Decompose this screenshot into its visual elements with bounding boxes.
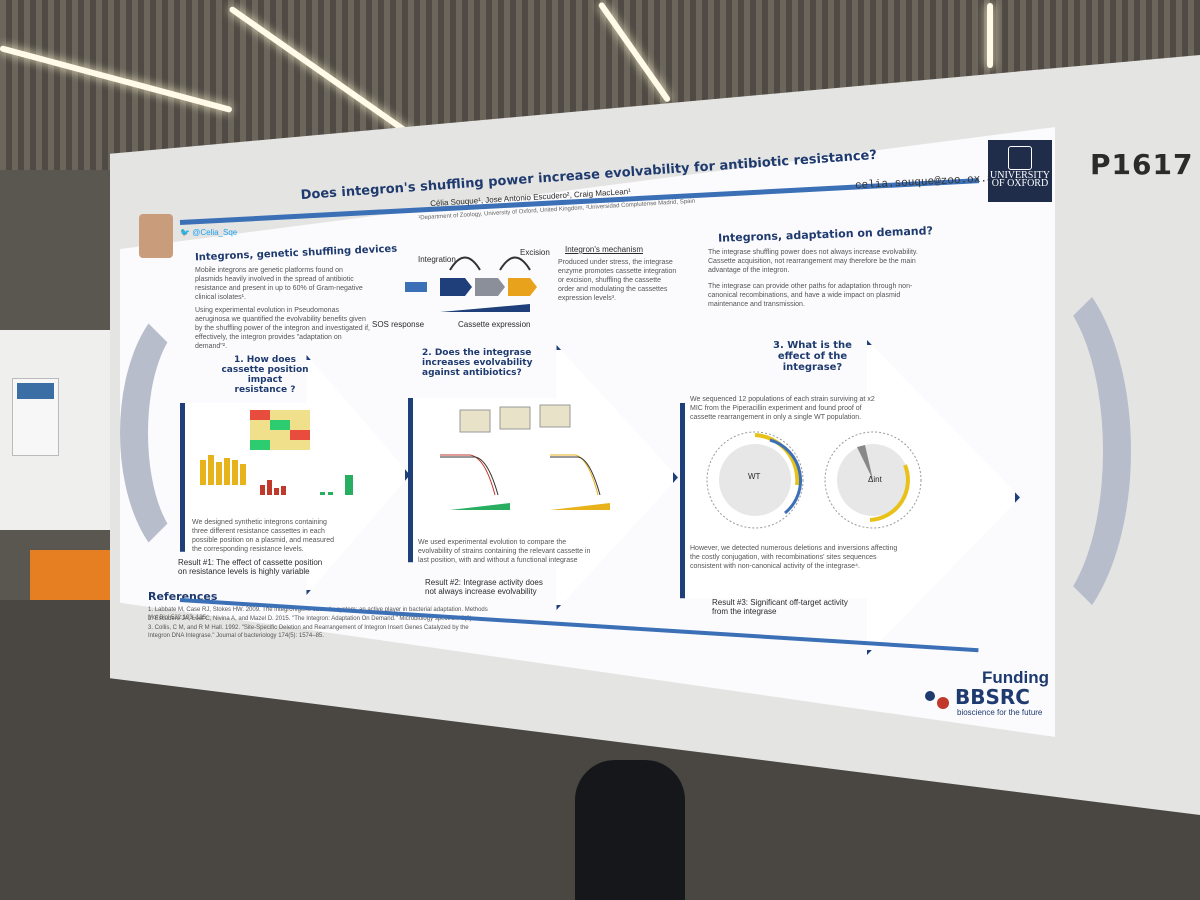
gentamicin-gradient xyxy=(450,503,510,510)
bbsrc-tagline: bioscience for the future xyxy=(957,708,1043,717)
dint-circle-plot xyxy=(824,431,922,529)
excision-arrow xyxy=(499,256,531,271)
piperacillin-survival-curve xyxy=(550,454,601,496)
mech-label-excision: Excision xyxy=(520,248,550,257)
integron-mechanism-diagram xyxy=(405,256,537,312)
oxford-logo: UNIVERSITY OF OXFORD xyxy=(988,140,1052,202)
bbsrc-dot-icon xyxy=(937,697,949,709)
cassette-1 xyxy=(440,278,472,296)
twitter-icon: 🐦 xyxy=(180,228,190,237)
piperacillin-gradient xyxy=(550,503,610,510)
mech-label-expression: Cassette expression xyxy=(458,320,531,329)
funding-heading: Funding xyxy=(982,668,1050,687)
q2-text: We used experimental evolution to compar… xyxy=(418,539,591,564)
q2-heading: 2. Does the integrase increases evolvabi… xyxy=(422,348,533,378)
ceiling-light xyxy=(0,45,233,114)
gentamicin-bars xyxy=(320,475,353,495)
trimethoprim-bars xyxy=(260,480,286,495)
ceiling-light xyxy=(228,5,429,149)
experimental-plates xyxy=(459,404,571,433)
q1-heading: 1. How does cassette position impact res… xyxy=(221,355,309,395)
piperacillin-bars xyxy=(200,455,246,485)
person-silhouette xyxy=(575,760,685,900)
neighbor-poster xyxy=(12,378,59,456)
q3-text-1: We sequenced 12 populations of each stra… xyxy=(690,396,875,421)
expression-gradient xyxy=(440,304,530,312)
twitter-handle-text: @Celia_Sqe xyxy=(192,228,238,237)
mech-label-sos: SOS response xyxy=(372,320,425,329)
ceiling-light xyxy=(597,1,672,104)
q1-text: We designed synthetic integrons containi… xyxy=(192,519,335,553)
oxford-crest-icon xyxy=(1008,146,1032,170)
bbsrc-wordmark: BBSRC xyxy=(955,685,1030,709)
integrase-gene xyxy=(405,282,427,292)
orange-panel xyxy=(30,550,110,600)
cassette-3 xyxy=(508,278,537,296)
q3-result: Result #3: Significant off-target activi… xyxy=(712,598,848,616)
twitter-handle: 🐦 @Celia_Sqe xyxy=(180,228,237,237)
q1-figure xyxy=(200,410,353,495)
q3-figure xyxy=(706,431,922,529)
ceiling-light xyxy=(987,3,993,68)
wt-label: WT xyxy=(748,472,761,481)
dint-label: Δint xyxy=(868,475,882,484)
cassette-2 xyxy=(475,278,505,296)
q3-text-2: However, we detected numerous deletions … xyxy=(690,545,898,570)
adaptation-text-2: The integrase can provide other paths fo… xyxy=(708,283,913,308)
mechanism-heading: Integron's mechanism xyxy=(565,245,644,254)
adaptation-text-1: The integrase shuffling power does not a… xyxy=(708,249,918,274)
gentamicin-survival-curve xyxy=(440,454,499,496)
wt-circle-plot xyxy=(706,431,804,529)
bbsrc-dot-icon xyxy=(925,691,935,701)
intro-text-1: Mobile integrons are genetic platforms f… xyxy=(195,267,363,301)
reference-item: 2. Escudero JA, Loot C, Nivina A, and Ma… xyxy=(148,616,472,622)
avatar xyxy=(139,214,173,258)
intro-text-2: Using experimental evolution in Pseudomo… xyxy=(195,307,370,350)
mech-label-integration: Integration xyxy=(418,255,456,264)
bbsrc-logo: BBSRC bioscience for the future xyxy=(925,685,1045,719)
integration-arrow xyxy=(449,256,481,271)
mechanism-text: Produced under stress, the integrase enz… xyxy=(558,259,677,302)
q3-heading: 3. What is the effect of the integrase? xyxy=(773,340,852,373)
poster-number: P1617 xyxy=(1090,148,1194,181)
q2-figure xyxy=(440,404,610,510)
resistance-array-grid xyxy=(250,410,310,450)
q2-result: Result #2: Integrase activity does not a… xyxy=(425,578,543,596)
oxford-wordmark: UNIVERSITY OF OXFORD xyxy=(990,170,1050,189)
q1-result: Result #1: The effect of cassette positi… xyxy=(178,558,323,576)
reference-item: 3. Collis, C M, and R M Hall. 1992. "Sit… xyxy=(148,625,469,639)
